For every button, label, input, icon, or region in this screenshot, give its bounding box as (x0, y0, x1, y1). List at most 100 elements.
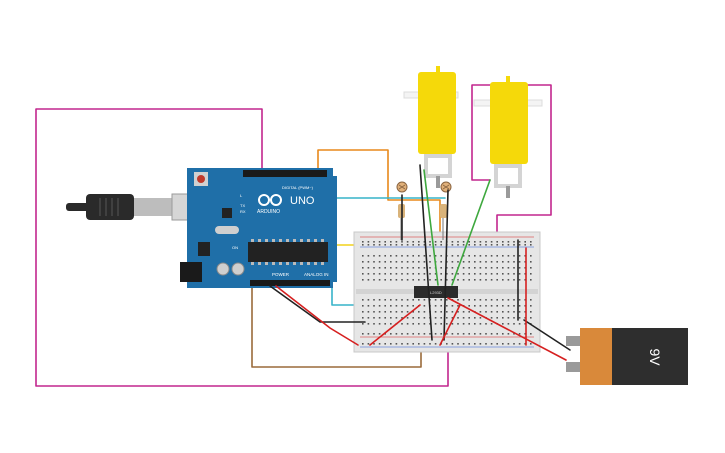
breadboard-hole (496, 255, 498, 257)
breadboard-hole (406, 261, 409, 263)
breadboard-hole (513, 305, 515, 307)
breadboard-hole (474, 317, 476, 319)
breadboard-hole (468, 299, 470, 301)
breadboard-hole (362, 273, 364, 275)
breadboard-hole (457, 343, 459, 345)
breadboard-hole (395, 255, 398, 257)
breadboard-hole (434, 279, 437, 281)
breadboard-hole (373, 343, 375, 345)
breadboard-hole (485, 244, 487, 246)
breadboard-hole (373, 279, 375, 281)
breadboard-hole (373, 323, 375, 325)
breadboard-hole (457, 323, 459, 325)
breadboard-hole (457, 255, 459, 257)
breadboard-hole (418, 261, 420, 263)
breadboard-hole (479, 273, 482, 275)
breadboard-hole (485, 241, 487, 243)
arduino-logo-icon (258, 194, 282, 206)
arduino-digital-label: DIGITAL (PWM~) (282, 185, 314, 190)
breadboard-hole (474, 273, 476, 275)
breadboard-hole (457, 305, 459, 307)
breadboard-hole (490, 255, 493, 257)
breadboard-hole (496, 299, 498, 301)
photoresistor-icon[interactable] (396, 181, 408, 193)
breadboard-hole (384, 343, 386, 345)
ic-chip-icon[interactable]: L293D (414, 286, 458, 298)
breadboard-hole (518, 311, 521, 313)
breadboard-hole (390, 311, 392, 313)
breadboard-hole (490, 241, 493, 243)
breadboard-hole (440, 299, 442, 301)
breadboard-hole (412, 305, 414, 307)
breadboard-hole (373, 255, 375, 257)
breadboard-hole (401, 244, 403, 246)
photoresistor-icon[interactable] (440, 181, 452, 193)
breadboard-hole (384, 323, 386, 325)
breadboard-hole (412, 343, 414, 345)
breadboard-hole (468, 305, 470, 307)
breadboard-hole (390, 241, 392, 243)
breadboard-hole (490, 261, 493, 263)
breadboard-hole (490, 244, 493, 246)
breadboard-hole (440, 279, 442, 281)
breadboard-hole (490, 333, 493, 335)
breadboard-hole (406, 343, 409, 345)
battery-label: 9V (647, 348, 663, 366)
breadboard-hole (395, 333, 398, 335)
breadboard-hole (474, 299, 476, 301)
breadboard-hole (378, 261, 381, 263)
breadboard-hole (524, 241, 526, 243)
breadboard-hole (490, 273, 493, 275)
dc-motor-icon[interactable] (473, 76, 543, 198)
breadboard-hole (507, 261, 510, 263)
wire-red-arduino (275, 285, 359, 346)
breadboard-hole (507, 273, 510, 275)
arduino-uno-board[interactable]: UNO ARDUINO DIGITAL (PWM~) POWER ANALOG … (66, 168, 337, 288)
breadboard-hole (367, 244, 370, 246)
breadboard-hole (373, 241, 375, 243)
dc-motor-icon[interactable] (403, 66, 459, 188)
breadboard-hole (412, 261, 414, 263)
breadboard-hole (518, 241, 521, 243)
breadboard-hole (378, 241, 381, 243)
breadboard-hole (468, 261, 470, 263)
breadboard-hole (474, 255, 476, 257)
breadboard-hole (530, 317, 532, 319)
breadboard-hole (496, 241, 498, 243)
breadboard-hole (451, 317, 454, 319)
breadboard-hole (406, 305, 409, 307)
breadboard-hole (406, 311, 409, 313)
resistor-icon[interactable] (440, 204, 447, 240)
breadboard-hole (468, 323, 470, 325)
wire-red-batt (447, 297, 567, 361)
breadboard-hole (390, 244, 392, 246)
breadboard-hole (446, 323, 448, 325)
breadboard-hole (423, 279, 426, 281)
wire-red-1 (369, 304, 421, 346)
breadboard-hole (434, 299, 437, 301)
breadboard-hole (390, 267, 392, 269)
breadboard-hole (440, 311, 442, 313)
breadboard-hole (423, 333, 426, 335)
breadboard-hole (462, 255, 465, 257)
breadboard-hole (378, 279, 381, 281)
breadboard-hole (451, 244, 454, 246)
breadboard-hole (412, 255, 414, 257)
breadboard-hole (362, 305, 364, 307)
breadboard-hole (395, 244, 398, 246)
battery-icon[interactable]: 9V (566, 328, 688, 385)
breadboard-hole (507, 333, 510, 335)
breadboard-hole (418, 299, 420, 301)
breadboard-hole (530, 343, 532, 345)
breadboard-hole (401, 299, 403, 301)
arduino-brand-label: ARDUINO (257, 209, 280, 215)
wire-black-2 (443, 189, 449, 341)
wire-black-gnd (269, 285, 366, 323)
breadboard-hole (474, 279, 476, 281)
breadboard-hole (474, 323, 476, 325)
breadboard-hole (390, 323, 392, 325)
breadboard-hole (530, 279, 532, 281)
breadboard-hole (457, 261, 459, 263)
breadboard-hole (440, 323, 442, 325)
breadboard-hole (412, 244, 414, 246)
